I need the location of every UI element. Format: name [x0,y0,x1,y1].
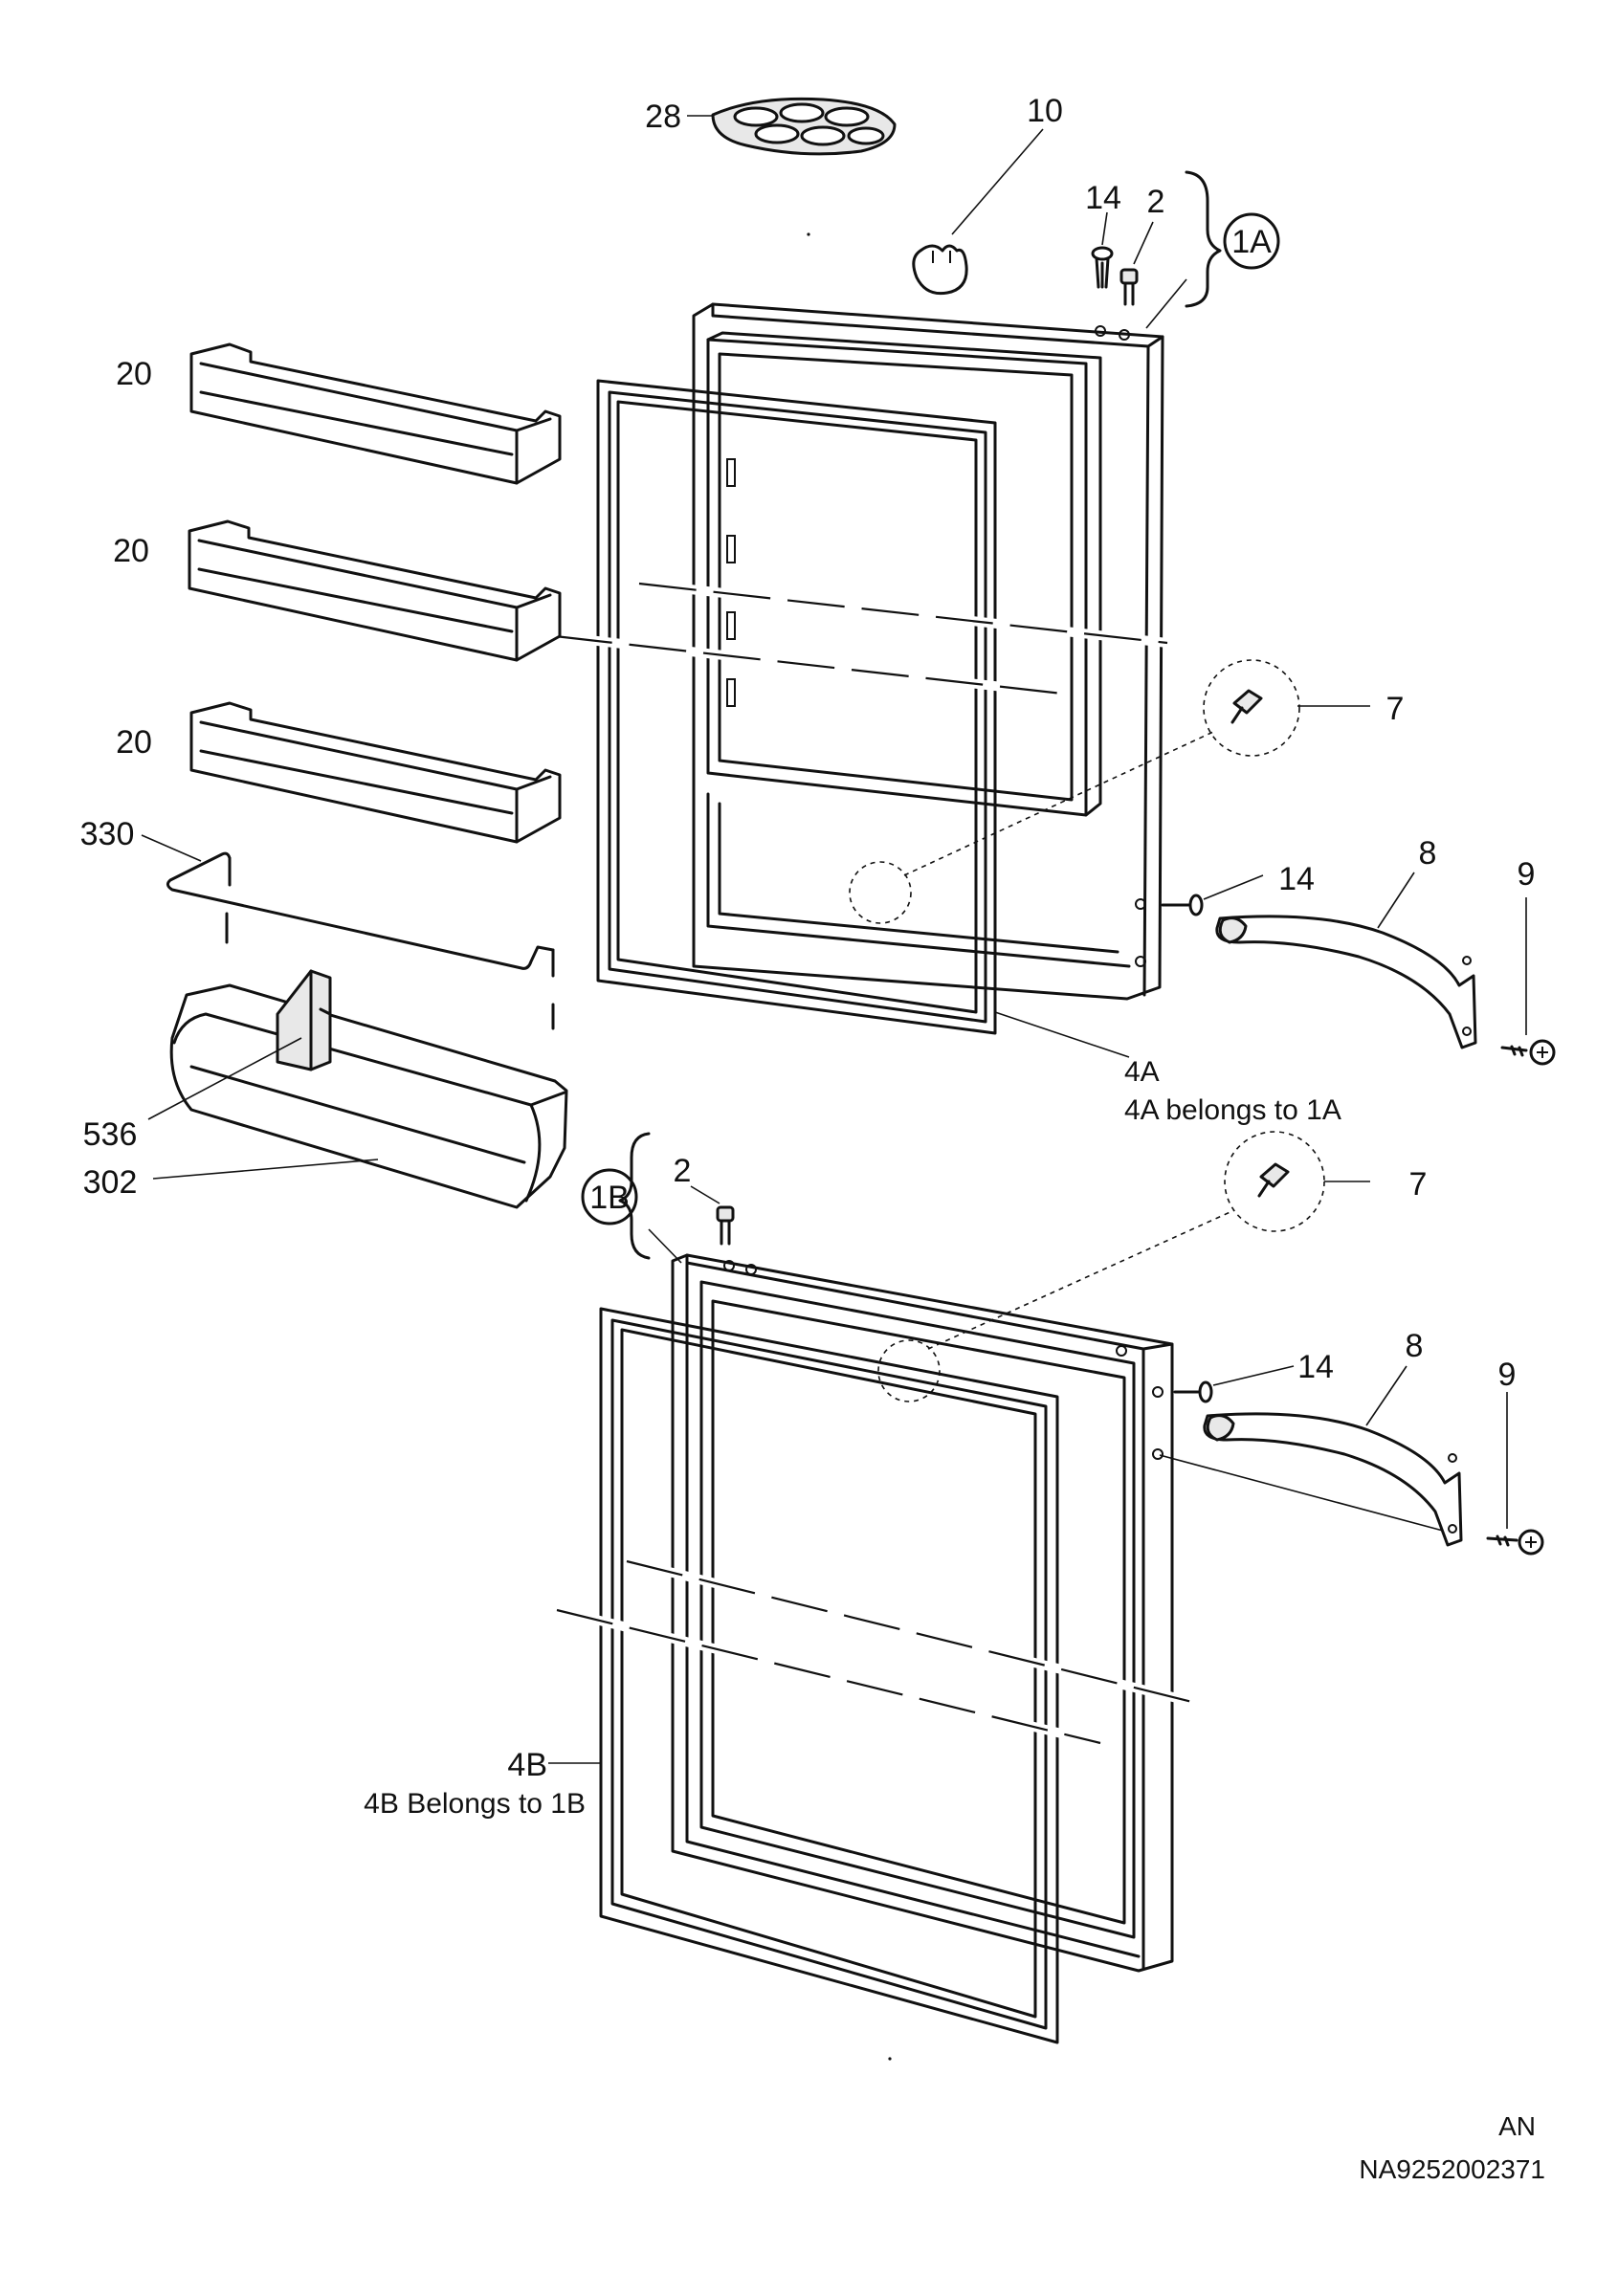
gasket-4A [596,379,997,1035]
door-bin-302 [169,983,568,1209]
pin-14-top [1091,246,1114,289]
label-536: 536 [83,1116,138,1153]
label-7-bottom: 7 [1409,1166,1428,1203]
label-2-top: 2 [1147,184,1165,220]
door-shelf-20-a [189,342,562,485]
screw-2-top [1119,268,1139,306]
screw-7-bottom [1257,1162,1290,1198]
door-1B-frame [671,1253,1174,1973]
label-8-top: 8 [1419,835,1437,872]
footer-code-line2: NA9252002371 [1359,2154,1545,2184]
wire-rack-330 [166,851,555,1030]
label-9-top: 9 [1518,856,1536,893]
label-4B: 4B [507,1747,547,1783]
gasket-4B [599,1307,1059,2044]
label-20-a: 20 [116,356,152,392]
label-14-mid: 14 [1278,861,1315,897]
note-4A-belongs-to-1A: 4A belongs to 1A [1124,1094,1341,1126]
egg-tray-part [711,97,897,156]
label-330: 330 [80,816,135,852]
label-2-bottom: 2 [674,1153,692,1189]
screw-9-bottom [1486,1529,1544,1556]
label-28: 28 [645,99,681,135]
bin-divider-536 [276,969,332,1071]
clip-part [912,244,968,296]
label-14-bottom: 14 [1297,1349,1334,1385]
break-lines-top [554,579,1168,698]
label-7-top: 7 [1386,691,1405,727]
label-9-bottom: 9 [1498,1357,1517,1393]
screw-2-bottom [716,1205,735,1246]
label-4A: 4A [1124,1056,1160,1088]
door-shelf-20-c [189,701,562,844]
label-14-top: 14 [1085,180,1121,216]
break-lines-bottom [555,1556,1198,1748]
note-4B-belongs-to-1B: 4B Belongs to 1B [364,1788,586,1820]
label-1A: 1A [1231,224,1272,260]
door-shelf-20-b [188,519,562,662]
label-10: 10 [1027,93,1063,129]
handle-8-top [1215,915,1477,1049]
label-20-b: 20 [113,533,149,569]
screw-7-top [1230,689,1263,724]
screw-9-top [1500,1039,1556,1066]
label-20-c: 20 [116,724,152,761]
pin-14-mid [1161,894,1204,916]
handle-8-bottom [1203,1412,1463,1547]
label-1B: 1B [589,1180,630,1216]
label-8-bottom: 8 [1406,1328,1424,1364]
pin-14-bottom [1173,1380,1213,1403]
label-302: 302 [83,1164,138,1201]
footer-code-line1: AN [1498,2111,1536,2141]
